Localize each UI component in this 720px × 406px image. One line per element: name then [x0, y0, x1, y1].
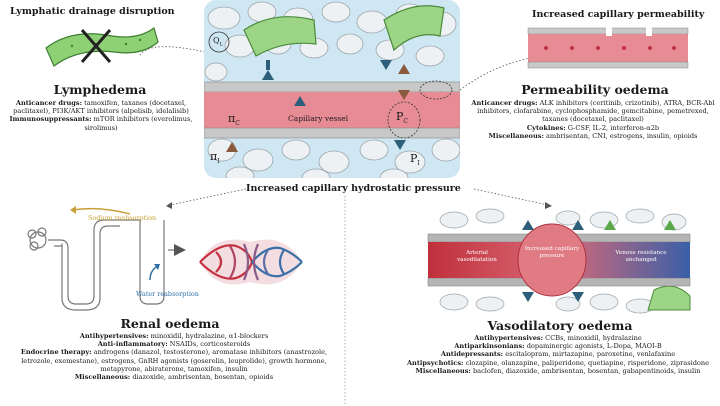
- p-i-label: PI: [410, 152, 420, 168]
- vasodilatory-drug-list: Antihypertensives: CCBs, minoxidil, hydr…: [406, 334, 710, 375]
- leaky-vessel-icon: [527, 26, 689, 69]
- renal-title: Renal oedema: [120, 316, 220, 331]
- arterial-vasodilatation-label: Arterial vasodilatation: [457, 250, 497, 263]
- pi-c-label: πC: [228, 112, 240, 128]
- hydrostatic-header: Increased capillary hydrostatic pressure: [246, 183, 461, 194]
- sodium-reabsorption-label: Sodium reabsorption: [88, 214, 157, 222]
- lymphedema-title: Lymphedema: [53, 82, 147, 97]
- increased-capillary-pressure-label: Increased capillary pressure: [524, 246, 580, 259]
- vasodilatory-title: Vasodilatory oedema: [487, 318, 633, 333]
- p-c-label: PC: [396, 110, 408, 126]
- capillary-panel: Capillary vessel πC πI PC PI QL: [204, 0, 460, 178]
- nephron-icon: [27, 206, 186, 311]
- vasodilatory-panel: Arterial vasodilatation Increased capill…: [427, 208, 691, 314]
- lymphedema-drug-list: Anticancer drugs: tamoxifen, taxanes (do…: [9, 99, 193, 132]
- tissue-cells: [204, 1, 460, 178]
- lymph-vessel-blocked-icon: [45, 26, 159, 67]
- vessel-label: Capillary vessel: [288, 114, 349, 123]
- lymphatic-header: Lymphatic drainage disruption: [10, 6, 175, 17]
- pi-i-label: πI: [210, 150, 220, 166]
- lymphatic-vessels: [243, 5, 445, 57]
- capillary-network-icon: [199, 239, 303, 285]
- permeability-header: Increased capillary permeability: [532, 9, 705, 20]
- venous-resistance-label: Venous resistance unchanged: [615, 250, 667, 263]
- q-l-label: QL: [213, 36, 223, 48]
- permeability-title: Permeability oedema: [521, 82, 669, 97]
- renal-drug-list: Antihypertensives: minoxidil, hydralazin…: [20, 332, 328, 382]
- water-reabsorption-label: Water reabsorption: [136, 290, 199, 298]
- permeability-drug-list: Anticancer drugs: ALK inhibitors (ceriti…: [471, 99, 715, 140]
